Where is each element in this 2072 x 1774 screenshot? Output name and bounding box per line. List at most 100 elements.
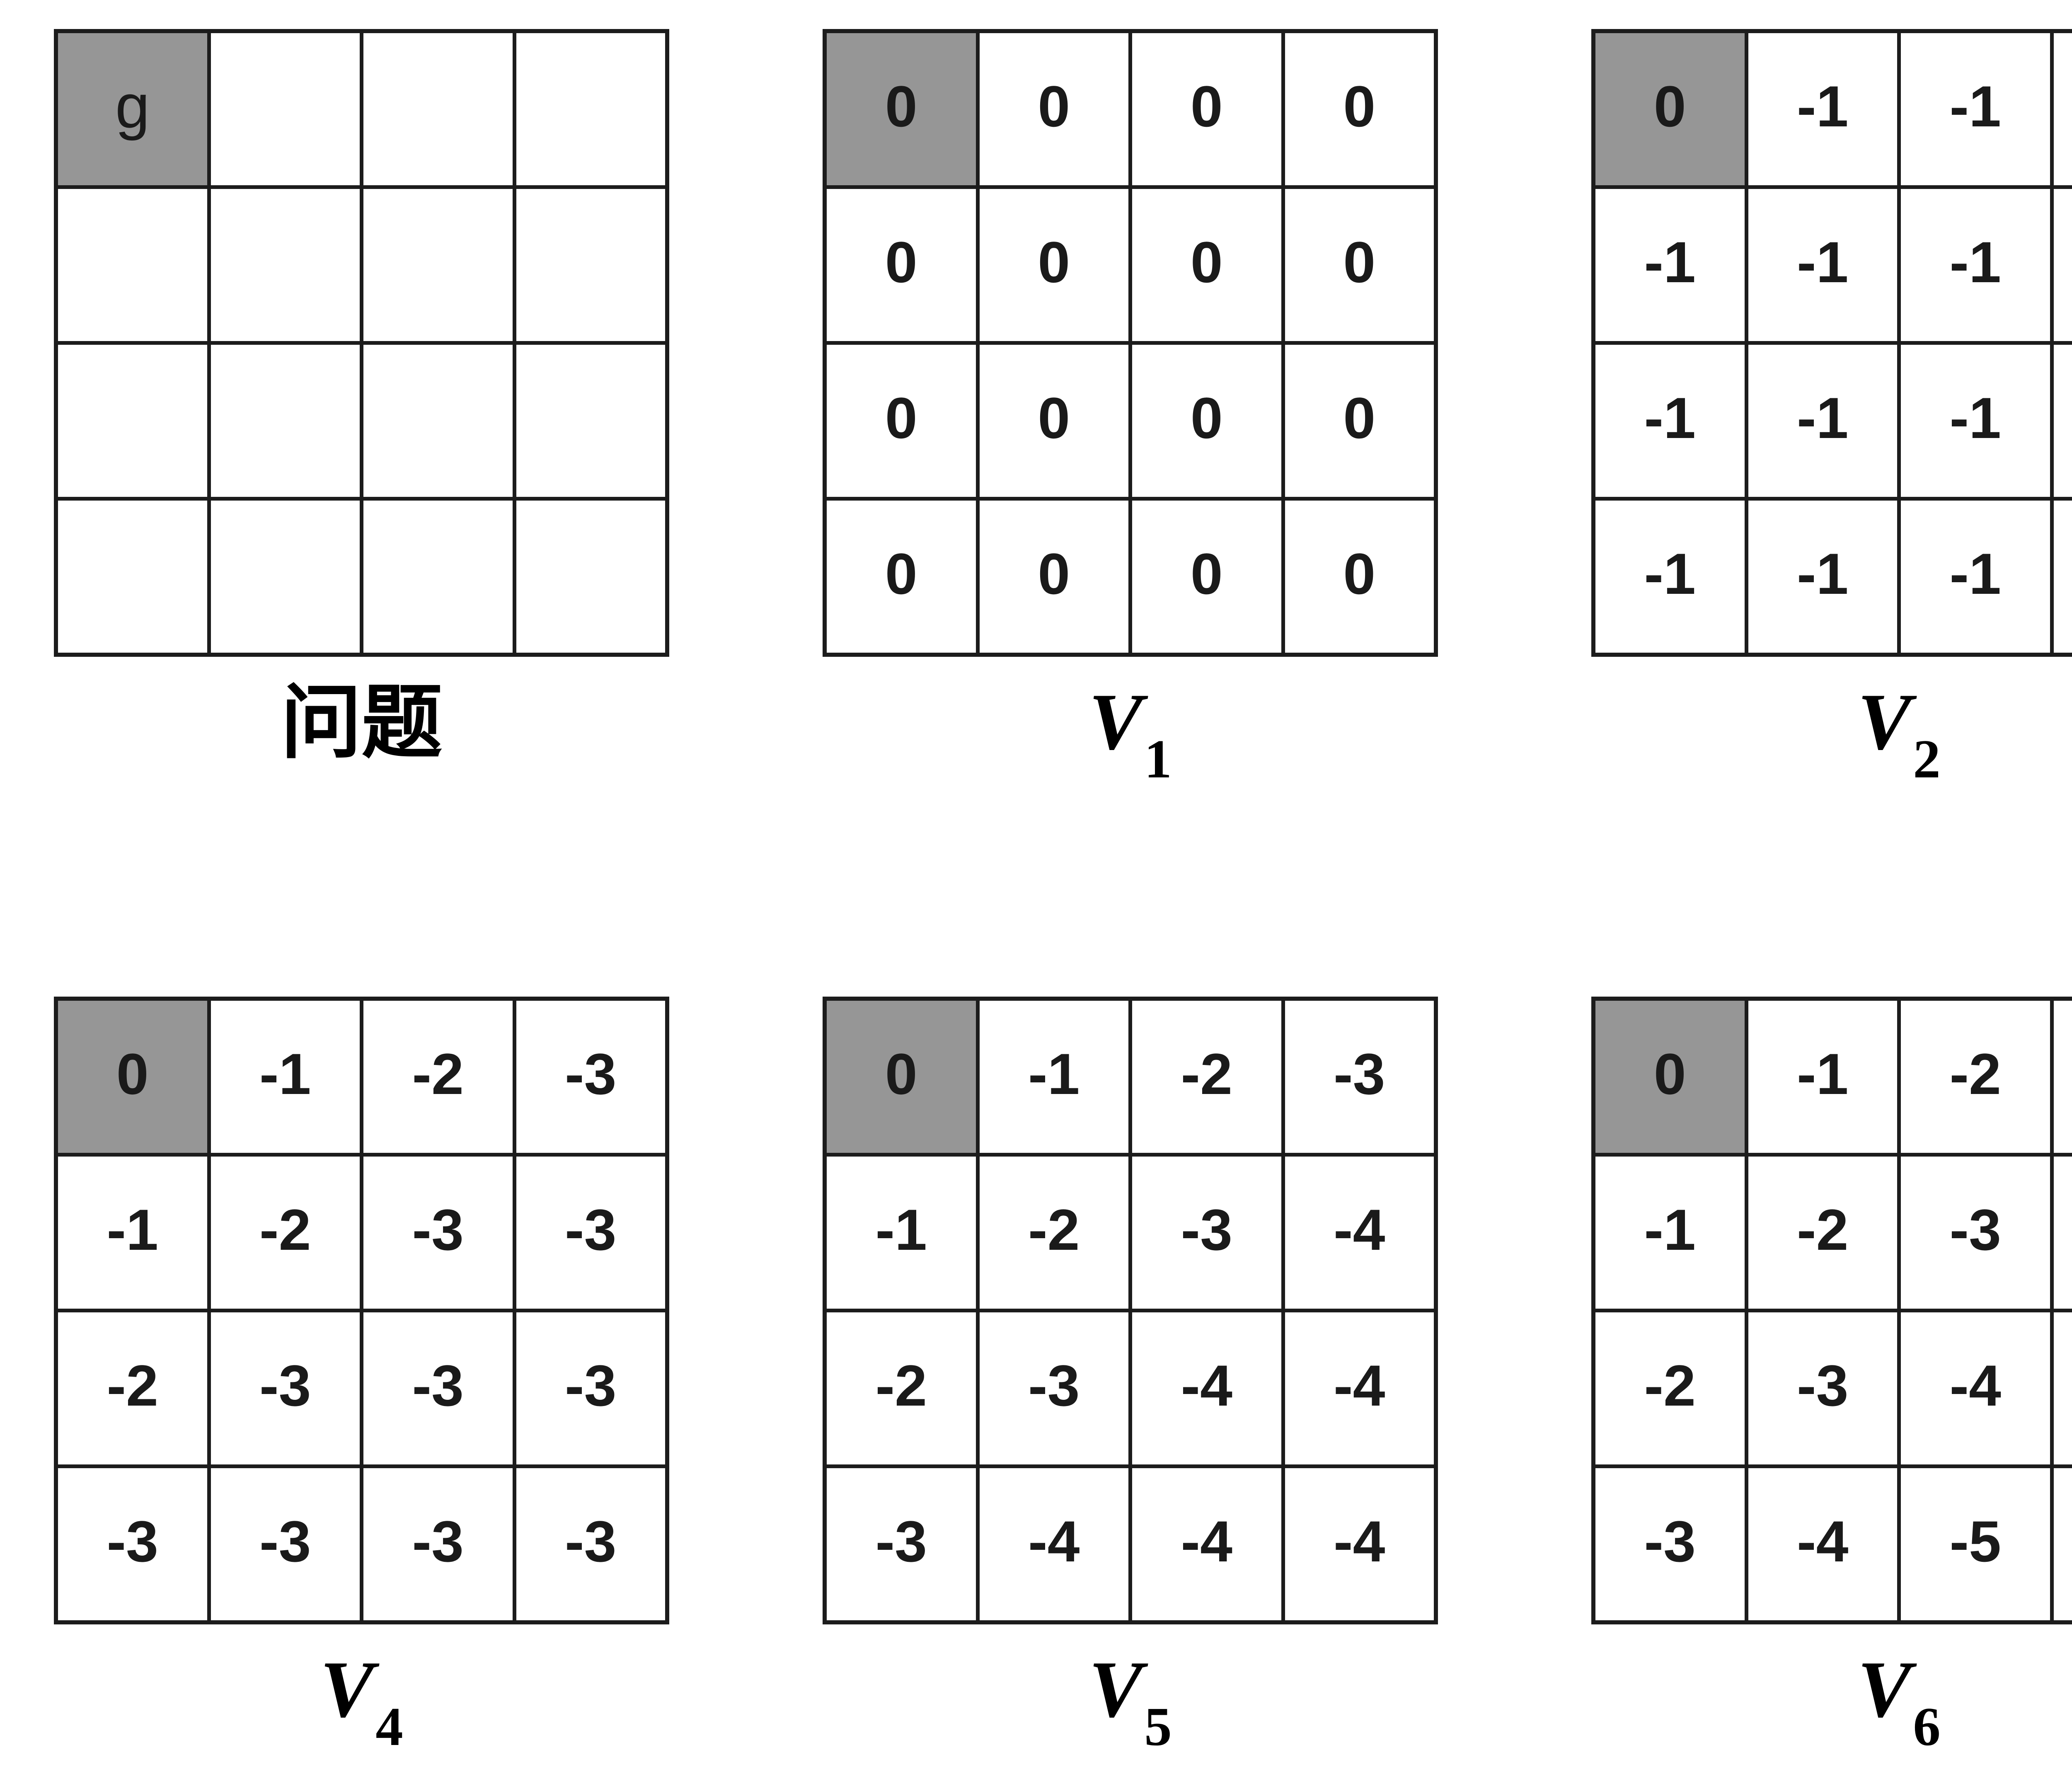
grid-cell: -2	[211, 1157, 360, 1309]
goal-cell: 0	[1595, 33, 1745, 185]
label-subscript: 6	[1913, 1696, 1941, 1757]
grid-cell: -4	[979, 1468, 1128, 1620]
grid-cell	[211, 345, 360, 497]
goal-cell: 0	[827, 33, 976, 185]
grid-cell: -1	[1901, 33, 2050, 185]
grid-cell: -3	[827, 1468, 976, 1620]
grid-cell: -3	[516, 1001, 665, 1153]
grid-cell: 0	[979, 345, 1128, 497]
grid-cell: -2	[979, 1157, 1128, 1309]
panel-v2: 0-1-1-1-1-1-1-1-1-1-1-1-1-1-1-1 V2	[1591, 29, 2072, 789]
grid-cell: -5	[1901, 1468, 2050, 1620]
grid-cell: -2	[827, 1312, 976, 1464]
grid-cell	[363, 345, 513, 497]
panel-v6: 0-1-2-3-1-2-3-4-2-3-4-5-3-4-5-5 V6	[1591, 997, 2072, 1757]
label-text: V	[1857, 1645, 1912, 1734]
grid-cell: -4	[2053, 1157, 2072, 1309]
grid-cell: -2	[1595, 1312, 1745, 1464]
grid-label: V5	[823, 1649, 1438, 1757]
grid-label: 问题	[54, 682, 669, 789]
grid-cell: -1	[1595, 501, 1745, 653]
label-subscript: 4	[375, 1696, 403, 1757]
grid-cell	[516, 501, 665, 653]
value-grid: 0-1-2-3-1-2-3-4-2-3-4-4-3-4-4-4	[823, 997, 1438, 1624]
grid-cell: -2	[1901, 1001, 2050, 1153]
goal-cell: 0	[1595, 1001, 1745, 1153]
grid-cell: -1	[1901, 501, 2050, 653]
grid-cell: -3	[516, 1157, 665, 1309]
grid-cell: 0	[1132, 33, 1281, 185]
panel-problem: g 问题	[54, 29, 669, 789]
grid-cell: -2	[363, 1001, 513, 1153]
grid-cell: 0	[1285, 33, 1434, 185]
grid-cell: 0	[827, 189, 976, 341]
grid-cell: -1	[2053, 189, 2072, 341]
label-subscript: 5	[1144, 1696, 1172, 1757]
grid-cell: -4	[1285, 1157, 1434, 1309]
grid-label: V6	[1591, 1649, 2072, 1757]
grid-cell: -3	[211, 1468, 360, 1620]
grid-cell: -4	[1748, 1468, 1897, 1620]
grid-cell	[211, 501, 360, 653]
goal-cell: 0	[827, 1001, 976, 1153]
grid-cell	[211, 189, 360, 341]
grid-cell: -1	[1595, 1157, 1745, 1309]
label-subscript: 2	[1913, 728, 1941, 790]
grid-cell: -1	[58, 1157, 207, 1309]
grid-cell: -3	[1285, 1001, 1434, 1153]
label-text: 问题	[281, 675, 443, 770]
grid-cell: 0	[1132, 189, 1281, 341]
grid-cell: -1	[1748, 1001, 1897, 1153]
label-text: V	[1089, 677, 1143, 767]
grid-cell: -3	[1595, 1468, 1745, 1620]
grid-cell	[58, 189, 207, 341]
grid-cell: -2	[1132, 1001, 1281, 1153]
label-subscript: 1	[1144, 728, 1172, 790]
grid-cell	[516, 189, 665, 341]
grid-cell: -3	[363, 1468, 513, 1620]
label-text: V	[320, 1645, 374, 1734]
grid-cell: -2	[58, 1312, 207, 1464]
value-grid: 0-1-2-3-1-2-3-4-2-3-4-5-3-4-5-5	[1591, 997, 2072, 1624]
grid-cell: -1	[1901, 345, 2050, 497]
grid-label: V4	[54, 1649, 669, 1757]
grid-cell	[58, 345, 207, 497]
goal-cell: 0	[58, 1001, 207, 1153]
grid-cell: -1	[2053, 501, 2072, 653]
grid-cell: -1	[1748, 33, 1897, 185]
grid-cell: -1	[1595, 345, 1745, 497]
panel-v4: 0-1-2-3-1-2-3-3-2-3-3-3-3-3-3-3 V4	[54, 997, 669, 1757]
label-text: V	[1857, 677, 1912, 767]
grid-cell: -1	[1901, 189, 2050, 341]
grid-cell	[58, 501, 207, 653]
grid-cell: -3	[363, 1157, 513, 1309]
grid-label: V1	[823, 682, 1438, 789]
grid-cell	[516, 345, 665, 497]
grid-cell: 0	[827, 345, 976, 497]
grid-cell: -4	[1132, 1312, 1281, 1464]
grid-cell: 0	[1285, 189, 1434, 341]
grid-cell: -4	[1285, 1312, 1434, 1464]
grid-cell: -1	[979, 1001, 1128, 1153]
grid-cell: -1	[2053, 345, 2072, 497]
grid-cell	[516, 33, 665, 185]
grid-cell: 0	[1132, 345, 1281, 497]
grid-cell: -3	[363, 1312, 513, 1464]
grid-cell: -3	[1748, 1312, 1897, 1464]
grid-cell	[363, 189, 513, 341]
grid-cell: -1	[1748, 501, 1897, 653]
value-grid: 0-1-2-3-1-2-3-3-2-3-3-3-3-3-3-3	[54, 997, 669, 1624]
value-grid: g	[54, 29, 669, 657]
grid-cell: 0	[979, 189, 1128, 341]
grid-cell: -3	[516, 1312, 665, 1464]
grid-cell: -5	[2053, 1468, 2072, 1620]
grid-cell: -4	[1901, 1312, 2050, 1464]
grid-cell: -3	[2053, 1001, 2072, 1153]
grid-cell: 0	[979, 501, 1128, 653]
grid-cell: -1	[827, 1157, 976, 1309]
grid-cell: -1	[211, 1001, 360, 1153]
